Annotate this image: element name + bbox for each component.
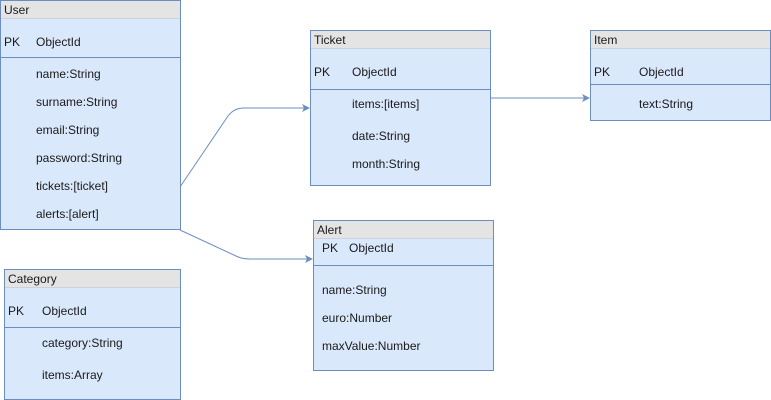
- entity-user-field: surname:String: [36, 95, 118, 109]
- entity-item-pk-name: ObjectId: [639, 65, 684, 79]
- entity-ticket-field: date:String: [352, 129, 411, 143]
- entity-user-field: name:String: [36, 67, 101, 81]
- entity-user-divider: [1, 57, 180, 58]
- entity-category-field: items:Array: [42, 368, 103, 382]
- entity-alert-field: maxValue:Number: [322, 339, 421, 353]
- edge-user-to-alert[interactable]: [179, 229, 313, 263]
- entity-item-field: text:String: [639, 97, 694, 111]
- entity-user[interactable]: User PK ObjectId name:String surname:Str…: [0, 0, 181, 230]
- edge-user-to-ticket[interactable]: [179, 104, 310, 188]
- entity-category-pk-name: ObjectId: [42, 304, 87, 318]
- entity-ticket-field: items:[items]: [352, 97, 420, 111]
- entity-alert-field: name:String: [322, 283, 387, 297]
- entity-alert-divider: [314, 265, 493, 266]
- entity-category-pk-label: PK: [8, 304, 25, 318]
- entity-user-field: password:String: [36, 151, 123, 165]
- entity-category-title: Category: [5, 270, 180, 288]
- entity-category-divider: [5, 327, 180, 328]
- entity-alert-field: euro:Number: [322, 311, 393, 325]
- entity-user-field: email:String: [36, 123, 100, 137]
- entity-ticket-pk-label: PK: [314, 65, 331, 79]
- entity-item[interactable]: Item PK ObjectId text:String: [590, 30, 771, 121]
- entity-ticket-title: Ticket: [311, 31, 490, 49]
- entity-user-pk-label: PK: [4, 35, 21, 49]
- entity-alert-title: Alert: [314, 221, 493, 239]
- entity-item-title: Item: [591, 31, 770, 49]
- entity-item-divider: [591, 84, 770, 85]
- entity-ticket-pk-name: ObjectId: [352, 65, 397, 79]
- entity-ticket-field: month:String: [352, 157, 421, 171]
- entity-ticket-divider: [311, 89, 490, 90]
- entity-alert[interactable]: Alert PK ObjectId name:String euro:Numbe…: [313, 220, 494, 371]
- entity-user-pk-name: ObjectId: [36, 35, 81, 49]
- entity-user-field: tickets:[ticket]: [36, 179, 109, 193]
- entity-item-pk-label: PK: [594, 65, 611, 79]
- entity-user-field: alerts:[alert]: [36, 207, 99, 221]
- entity-ticket[interactable]: Ticket PK ObjectId items:[items] date:St…: [310, 30, 491, 186]
- entity-user-title: User: [1, 1, 180, 19]
- entity-category[interactable]: Category PK ObjectId category:String ite…: [4, 269, 181, 400]
- entity-category-field: category:String: [42, 336, 123, 350]
- entity-alert-pk-label: PK: [322, 241, 339, 255]
- entity-alert-pk-name: ObjectId: [349, 241, 394, 255]
